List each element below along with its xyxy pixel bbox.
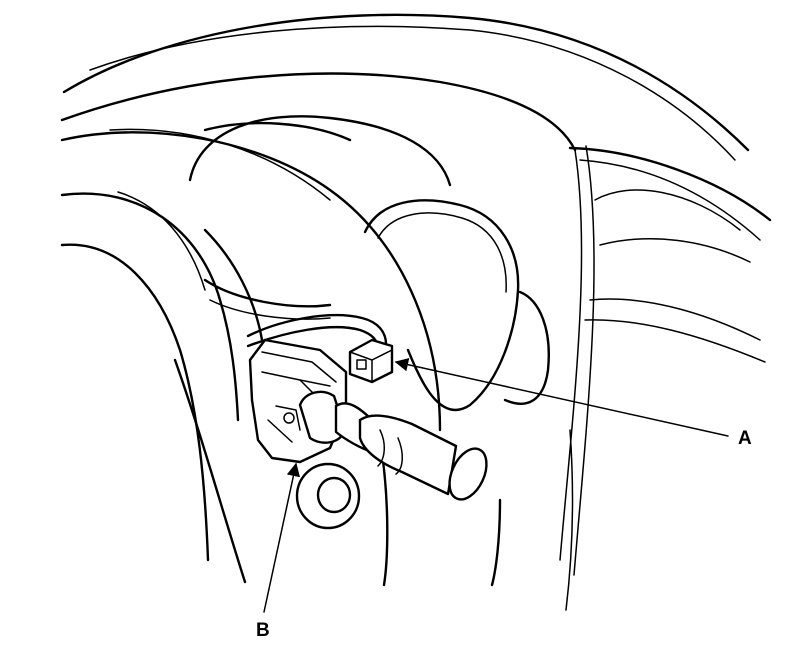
leader-line-b <box>263 462 301 613</box>
dashboard-outline <box>60 13 772 576</box>
dash-panel-right <box>565 189 766 611</box>
connector-a <box>348 338 394 384</box>
switch-lever <box>298 390 488 501</box>
steering-column <box>173 278 502 587</box>
callout-label-b: B <box>256 620 270 641</box>
callout-label-a: A <box>738 428 752 449</box>
leader-line-a <box>394 358 729 437</box>
instrument-cluster <box>188 115 550 412</box>
steering-bushing <box>295 462 361 530</box>
